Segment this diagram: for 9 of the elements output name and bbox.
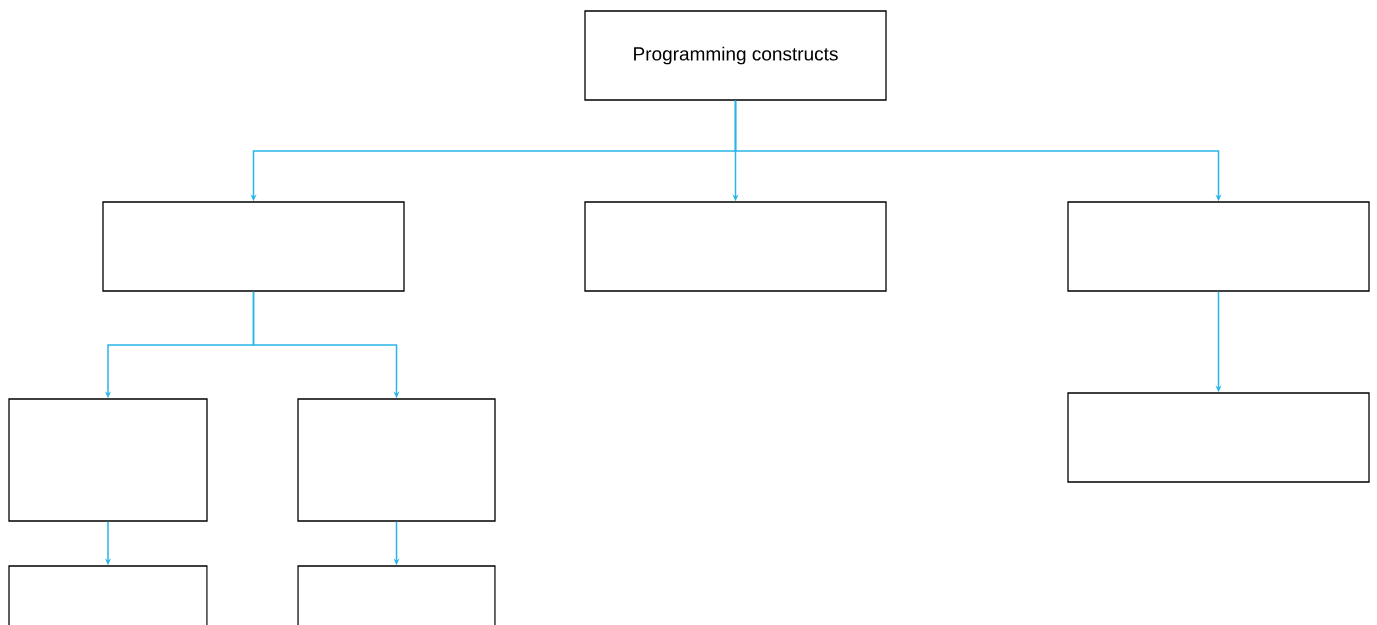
empty-box <box>1067 201 1370 292</box>
empty-box <box>1067 392 1370 483</box>
empty-box <box>8 398 208 522</box>
text-box: Programming constructs <box>584 10 887 101</box>
empty-box <box>8 565 208 625</box>
empty-box <box>297 565 496 625</box>
empty-box <box>102 201 405 292</box>
empty-box <box>584 201 887 292</box>
empty-box <box>297 398 496 522</box>
